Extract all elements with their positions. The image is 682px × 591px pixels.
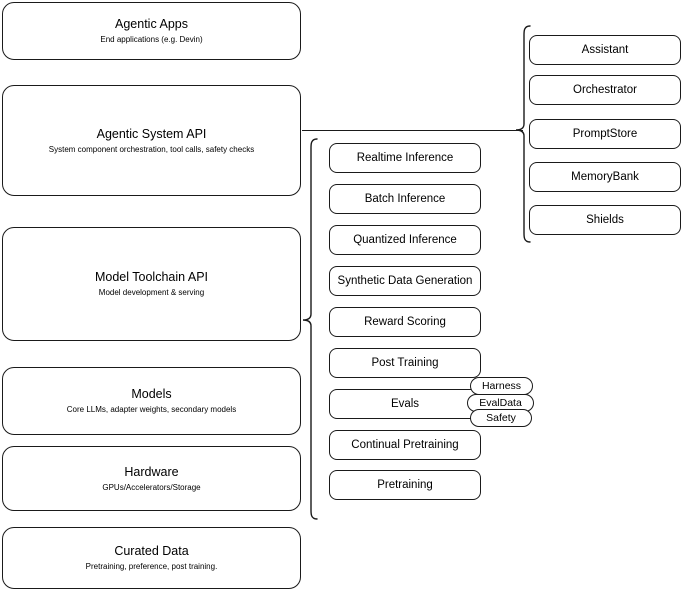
badge-label: Safety <box>486 412 516 424</box>
system-component-promptstore[interactable]: PromptStore <box>529 119 681 149</box>
toolchain-item-post-training[interactable]: Post Training <box>329 348 481 378</box>
toolchain-item-reward-scoring[interactable]: Reward Scoring <box>329 307 481 337</box>
stack-layer-models[interactable]: Models Core LLMs, adapter weights, secon… <box>2 367 301 435</box>
toolchain-item-pretraining[interactable]: Pretraining <box>329 470 481 500</box>
layer-title: Agentic System API <box>96 126 207 141</box>
layer-title: Model Toolchain API <box>94 270 209 284</box>
toolchain-item-batch-inference[interactable]: Batch Inference <box>329 184 481 214</box>
item-label: Batch Inference <box>364 193 446 205</box>
layer-subtitle: End applications (e.g. Devin) <box>100 35 203 44</box>
layer-title: Curated Data <box>114 544 189 558</box>
system-component-assistant[interactable]: Assistant <box>529 35 681 65</box>
toolchain-item-continual-pretraining[interactable]: Continual Pretraining <box>329 430 481 460</box>
layer-subtitle: System component orchestration, tool cal… <box>48 144 255 154</box>
system-components-brace <box>515 25 531 243</box>
toolchain-brace <box>302 138 318 520</box>
toolchain-item-synthetic-data-generation[interactable]: Synthetic Data Generation <box>329 266 481 296</box>
item-label: Pretraining <box>377 479 433 491</box>
layer-subtitle: Model development & serving <box>98 288 205 297</box>
item-label: PromptStore <box>572 128 638 140</box>
badge-label: Harness <box>481 380 522 392</box>
toolchain-item-realtime-inference[interactable]: Realtime Inference <box>329 143 481 173</box>
layer-title: Models <box>131 387 172 401</box>
toolchain-item-evals[interactable]: Evals <box>329 389 481 419</box>
evals-badge-safety[interactable]: Safety <box>470 409 532 427</box>
system-component-orchestrator[interactable]: Orchestrator <box>529 75 681 105</box>
stack-layer-agentic-apps[interactable]: Agentic Apps End applications (e.g. Devi… <box>2 2 301 60</box>
toolchain-item-quantized-inference[interactable]: Quantized Inference <box>329 225 481 255</box>
evals-badge-harness[interactable]: Harness <box>470 377 533 395</box>
item-label: Post Training <box>371 357 439 369</box>
connector-system-api-to-components <box>302 130 523 131</box>
item-label: Orchestrator <box>573 84 637 96</box>
item-label: Evals <box>390 398 420 410</box>
stack-layer-curated-data[interactable]: Curated Data Pretraining, preference, po… <box>2 527 301 589</box>
item-label: Realtime Inference <box>356 152 454 164</box>
item-label: Shields <box>586 214 624 226</box>
layer-title: Agentic Apps <box>115 17 188 31</box>
item-label: Quantized Inference <box>353 234 457 246</box>
stack-layer-hardware[interactable]: Hardware GPUs/Accelerators/Storage <box>2 446 301 511</box>
system-component-shields[interactable]: Shields <box>529 205 681 235</box>
layer-subtitle: Core LLMs, adapter weights, secondary mo… <box>66 405 237 414</box>
stack-layer-model-toolchain-api[interactable]: Model Toolchain API Model development & … <box>2 227 301 341</box>
layer-title: Hardware <box>124 464 179 479</box>
item-label: Continual Pretraining <box>351 439 459 451</box>
item-label: MemoryBank <box>571 171 639 183</box>
item-label: Synthetic Data Generation <box>337 275 473 287</box>
badge-label: EvalData <box>479 397 522 409</box>
item-label: Assistant <box>581 44 629 56</box>
layer-subtitle: GPUs/Accelerators/Storage <box>102 482 201 492</box>
layer-subtitle: Pretraining, preference, post training. <box>85 562 218 571</box>
stack-layer-agentic-system-api[interactable]: Agentic System API System component orch… <box>2 85 301 196</box>
item-label: Reward Scoring <box>364 316 446 328</box>
system-component-memorybank[interactable]: MemoryBank <box>529 162 681 192</box>
